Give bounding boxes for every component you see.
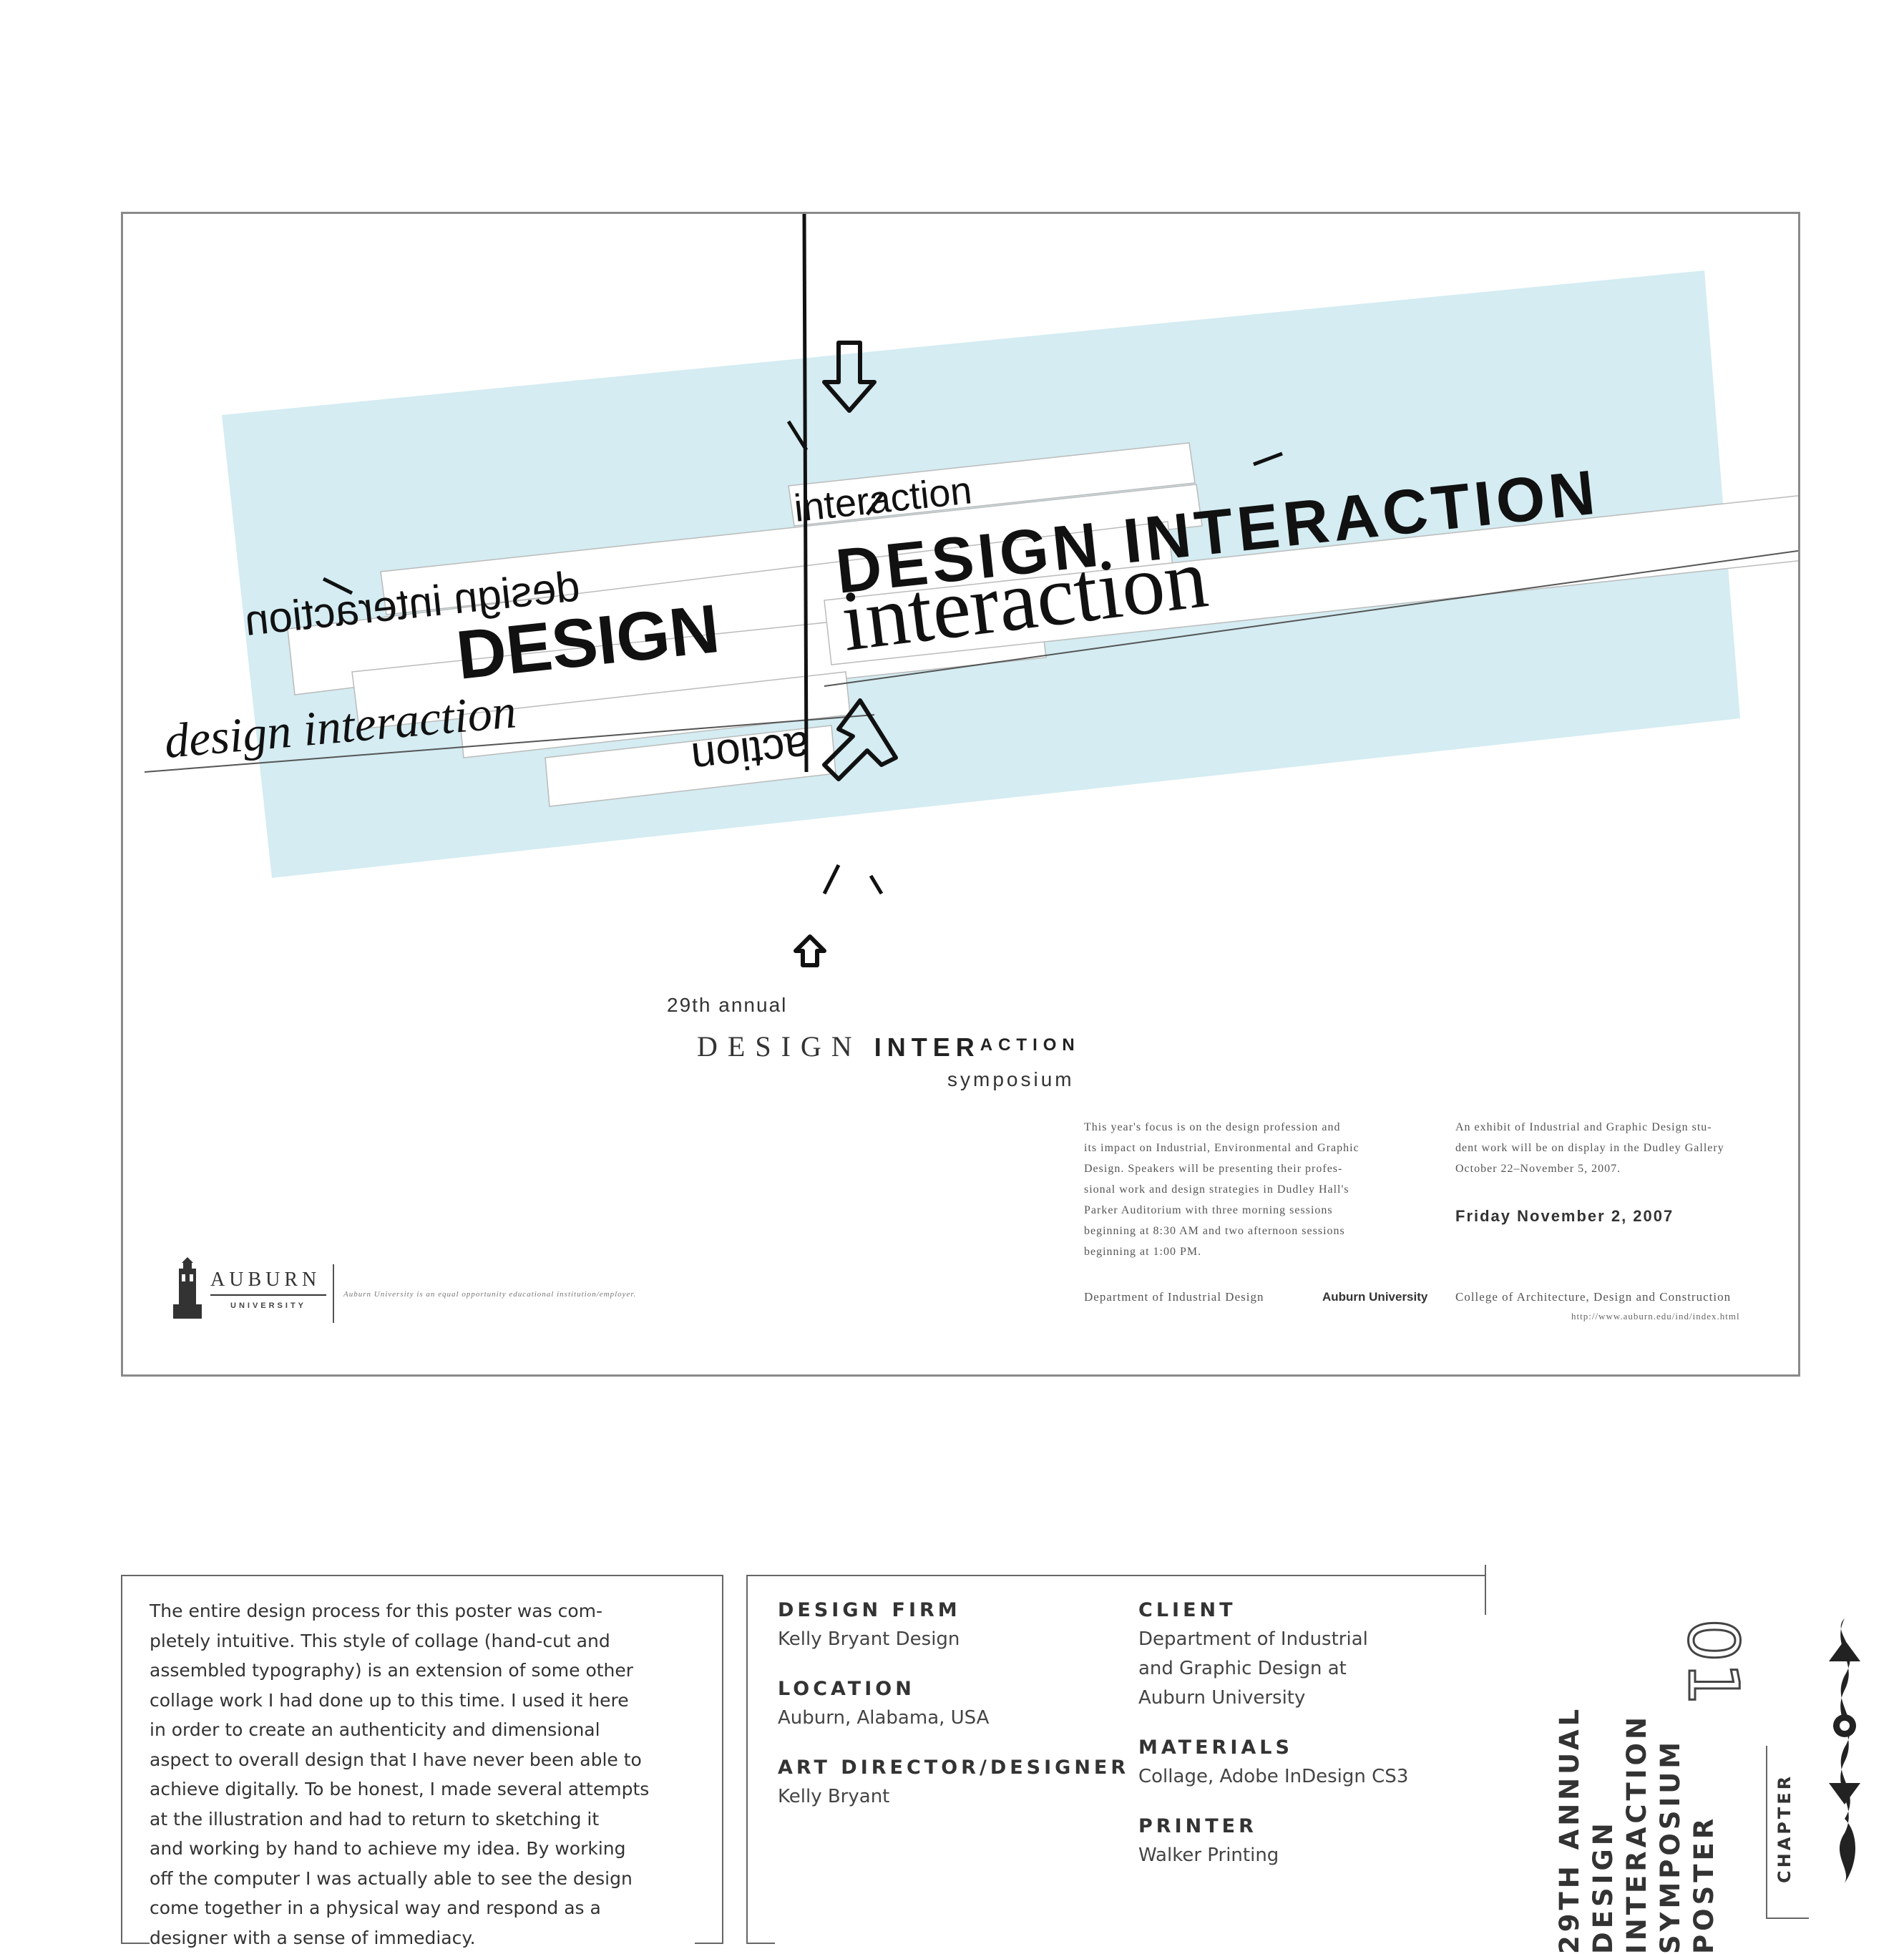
chapter-rule [1766, 1918, 1809, 1919]
panel-rule [746, 1943, 775, 1944]
body-line: An exhibit of Industrial and Graphic Des… [1455, 1121, 1712, 1133]
arrow-up-icon [869, 874, 884, 895]
panel-rule [746, 1575, 1485, 1576]
title-bold: INTER [874, 1032, 980, 1062]
title-small: ACTION [980, 1035, 1080, 1055]
story-line: aspect to overall design that I have nev… [150, 1749, 642, 1770]
logo-rule [210, 1294, 326, 1296]
body-line: dent work will be on display in the Dudl… [1455, 1142, 1724, 1154]
arrow-down-icon [865, 492, 885, 516]
poster-body-right: An exhibit of Industrial and Graphic Des… [1455, 1117, 1798, 1179]
panel-rule [121, 1575, 722, 1576]
materials-label: MATERIALS [1138, 1736, 1293, 1759]
client-line: and Graphic Design at [1138, 1658, 1347, 1679]
story-line: at the illustration and had to return to… [150, 1808, 600, 1830]
arrow-down-icon [822, 341, 877, 413]
chapter-rule [1766, 1746, 1767, 1918]
location-value: Auburn, Alabama, USA [778, 1707, 990, 1729]
body-line: This year's focus is on the design profe… [1084, 1121, 1341, 1133]
footer-college: College of Architecture, Design and Cons… [1455, 1290, 1732, 1304]
arrow-up-icon [822, 698, 898, 781]
story-line: assembled typography) is an extension of… [150, 1660, 634, 1681]
story-line: The entire design process for this poste… [150, 1601, 603, 1621]
credits-panel: DESIGN FIRM Kelly Bryant Design LOCATION… [746, 1565, 1486, 1944]
story-line: and working by hand to achieve my idea. … [150, 1838, 626, 1859]
side-title-line: 29TH ANNUAL [1554, 1705, 1585, 1954]
story-line: designer with a sense of immediacy. [150, 1927, 476, 1948]
event-date: Friday November 2, 2007 [1455, 1207, 1674, 1225]
body-line: beginning at 8:30 AM and two afternoon s… [1084, 1225, 1345, 1237]
arrow-right-icon [322, 577, 353, 595]
arrow-up-icon [794, 934, 826, 967]
symposium-label: symposium [947, 1068, 1075, 1090]
body-line: sional work and design strategies in Dud… [1084, 1183, 1349, 1196]
logo-divider [333, 1264, 334, 1323]
client-label: CLIENT [1138, 1599, 1236, 1621]
title-serif: DESIGN [697, 1030, 862, 1063]
chapter-number: 01 [1672, 1618, 1754, 1707]
arrow-left-icon [1253, 451, 1283, 466]
story-line: collage work I had done up to this time.… [150, 1689, 629, 1711]
panel-rule [121, 1943, 150, 1944]
printer-label: PRINTER [1138, 1815, 1257, 1837]
location-label: LOCATION [778, 1678, 915, 1700]
body-line: beginning at 1:00 PM. [1084, 1246, 1202, 1258]
panel-rule [746, 1575, 748, 1944]
side-title-line: DESIGN INTERACTION [1588, 1714, 1652, 1954]
body-line: its impact on Industrial, Environmental … [1084, 1142, 1359, 1154]
poster-body-left: This year's focus is on the design profe… [1084, 1117, 1435, 1262]
story-line: come together in a physical way and resp… [150, 1897, 601, 1918]
footer-university: Auburn University [1322, 1290, 1428, 1304]
panel-rule [695, 1943, 723, 1944]
poster: interaction design interaction DESIGN IN… [121, 212, 1800, 1377]
client-line: Auburn University [1138, 1687, 1306, 1709]
story-line: in order to create an authenticity and d… [150, 1719, 600, 1740]
strip [380, 484, 1203, 615]
arrow-up-icon [822, 864, 841, 895]
design-firm-value: Kelly Bryant Design [778, 1628, 960, 1650]
chapter-label: CHAPTER [1774, 1773, 1795, 1883]
body-line: Parker Auditorium with three morning ses… [1084, 1204, 1333, 1216]
story-line: achieve digitally. To be honest, I made … [150, 1779, 650, 1799]
story-panel: The entire design process for this poste… [121, 1575, 723, 1948]
strip-text: action [689, 721, 812, 783]
design-firm-label: DESIGN FIRM [778, 1599, 961, 1621]
art-director-label: ART DIRECTOR/DESIGNER [778, 1757, 1130, 1779]
panel-rule [1485, 1565, 1486, 1615]
arrow-up-icon [802, 214, 809, 773]
collage-illustration: interaction design interaction DESIGN IN… [144, 214, 1798, 967]
materials-value: Collage, Adobe InDesign CS3 [1138, 1766, 1409, 1787]
poster-title: DESIGN INTERACTION [697, 1030, 1080, 1063]
story-text: The entire design process for this poste… [150, 1596, 715, 1953]
logo-subtitle: UNIVERSITY [230, 1301, 307, 1310]
story-line: off the computer I was actually able to … [150, 1867, 633, 1889]
logo-wordmark: AUBURN [210, 1269, 321, 1291]
auburn-tower-icon [173, 1257, 202, 1319]
art-director-value: Kelly Bryant [778, 1786, 890, 1807]
body-line: Design. Speakers will be presenting thei… [1084, 1163, 1343, 1175]
ornament-icon [1829, 1618, 1860, 1883]
eeo-statement: Auburn University is an equal opportunit… [343, 1290, 637, 1299]
printer-value: Walker Printing [1138, 1845, 1279, 1866]
client-line: Department of Industrial [1138, 1628, 1368, 1650]
client-value: Department of Industrial and Graphic Des… [1138, 1625, 1368, 1713]
strip [788, 442, 1196, 527]
footer-url: http://www.auburn.edu/ind/index.html [1571, 1311, 1740, 1322]
story-line: pletely intuitive. This style of collage… [150, 1630, 610, 1651]
annual-label: 29th annual [667, 994, 788, 1016]
strip [824, 495, 1798, 665]
body-line: October 22–November 5, 2007. [1455, 1163, 1621, 1175]
footer-department: Department of Industrial Design [1084, 1290, 1264, 1304]
